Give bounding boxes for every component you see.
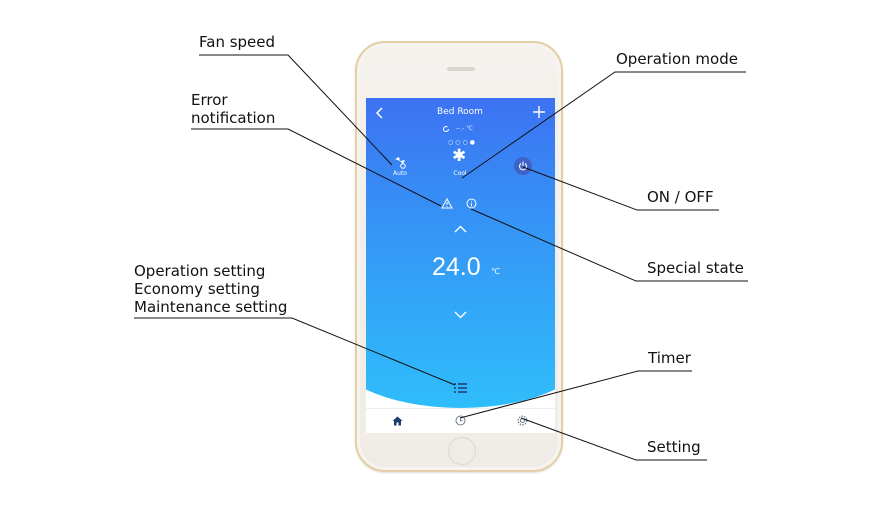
fan-icon[interactable]	[393, 155, 407, 169]
info-circle-icon[interactable]	[466, 198, 477, 209]
callout-setting: Setting	[647, 438, 701, 456]
phone-speaker	[447, 67, 475, 71]
app-screen: Bed Room --.- ℃ ○○○● Auto ✱ Cool	[366, 98, 555, 433]
temperature-unit: ℃	[491, 267, 500, 276]
temperature-value: 24.0	[432, 253, 481, 281]
gear-icon[interactable]	[517, 415, 528, 426]
callout-special-state: Special state	[647, 259, 744, 277]
power-icon	[518, 161, 528, 171]
clock-icon[interactable]	[455, 415, 466, 426]
chevron-left-icon[interactable]	[375, 107, 385, 119]
page-dots: ○○○●	[448, 139, 477, 146]
callout-operation-mode: Operation mode	[616, 50, 738, 68]
callout-timer: Timer	[648, 349, 691, 367]
phone-home-button	[448, 437, 476, 465]
home-icon[interactable]	[392, 416, 403, 426]
chevron-up-icon[interactable]	[454, 225, 467, 233]
warning-triangle-icon[interactable]	[441, 198, 453, 209]
list-icon[interactable]	[454, 383, 467, 393]
callout-fan-speed: Fan speed	[199, 33, 276, 51]
power-button[interactable]	[514, 157, 532, 175]
plus-icon[interactable]	[533, 106, 545, 118]
room-title: Bed Room	[437, 107, 483, 117]
callout-settings-group: Operation setting Economy setting Mainte…	[134, 262, 288, 316]
callout-on-off: ON / OFF	[647, 188, 714, 206]
phone-device: Bed Room --.- ℃ ○○○● Auto ✱ Cool	[355, 41, 563, 472]
bottom-nav	[366, 408, 555, 433]
refresh-icon	[443, 126, 449, 132]
snowflake-icon[interactable]: ✱	[452, 146, 467, 166]
operation-mode-label: Cool	[453, 170, 467, 177]
chevron-down-icon[interactable]	[454, 311, 467, 319]
callout-error-notification: Error notification	[191, 91, 276, 127]
status-line: --.- ℃	[456, 125, 474, 132]
fan-speed-label: Auto	[393, 170, 407, 177]
